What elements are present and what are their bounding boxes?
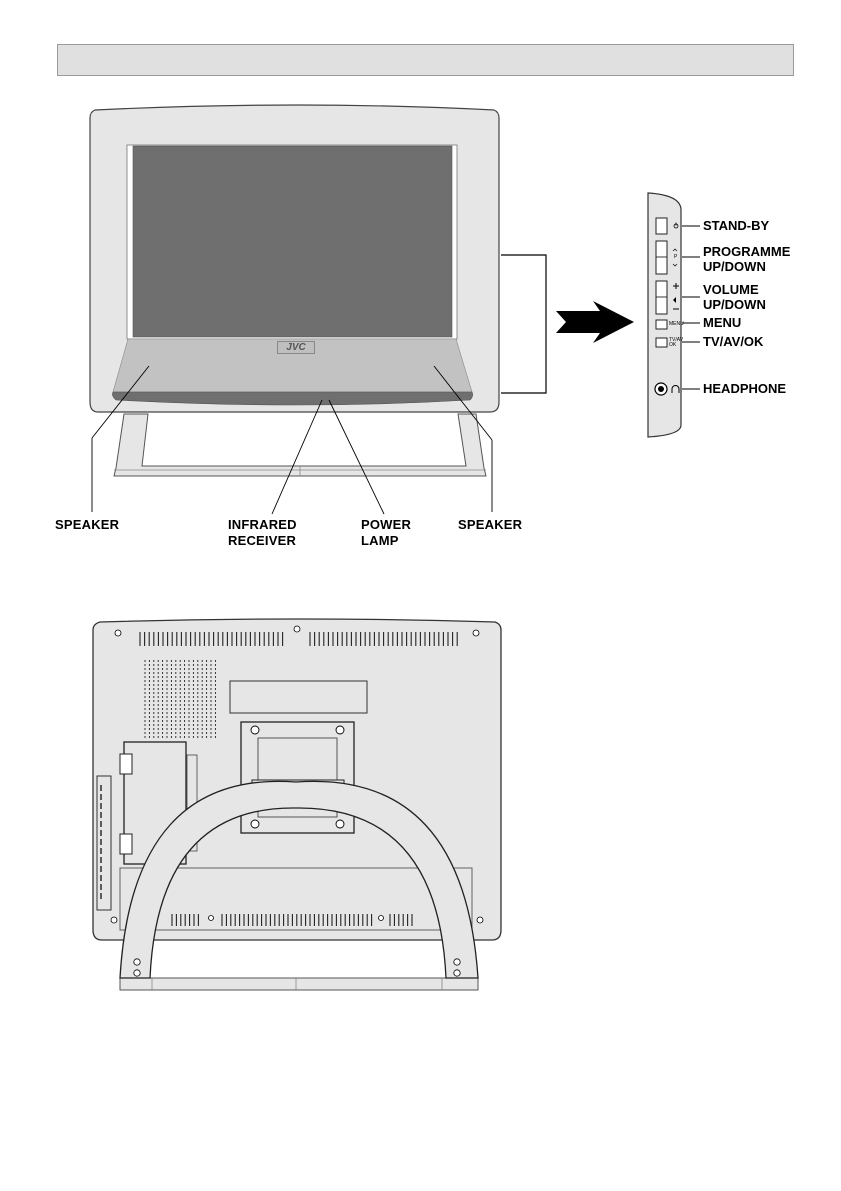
label-power-lamp: POWER LAMP xyxy=(361,517,411,549)
menu-button-text: MENU xyxy=(669,322,684,327)
menu-button[interactable] xyxy=(656,320,667,329)
rear-label-plate xyxy=(230,681,367,713)
label-programme: PROGRAMME UP/DOWN xyxy=(703,244,790,274)
tv-rear-view xyxy=(93,619,501,990)
label-tv-av-ok: TV/AV/OK xyxy=(703,334,763,349)
label-volume: VOLUME UP/DOWN xyxy=(703,282,766,312)
label-standby: STAND-BY xyxy=(703,218,769,233)
standby-button[interactable] xyxy=(656,218,667,234)
rear-stand-foot xyxy=(120,978,478,990)
tv-av-ok-button[interactable] xyxy=(656,338,667,347)
arrow-right-icon xyxy=(556,301,634,343)
label-infrared-receiver: INFRARED RECEIVER xyxy=(228,517,297,549)
label-speaker-left: SPEAKER xyxy=(55,517,119,533)
side-control-panel xyxy=(648,193,700,437)
programme-button-text: P xyxy=(674,255,677,260)
tv-front-view xyxy=(90,105,634,514)
jvc-logo: JVC xyxy=(277,341,315,354)
label-headphone: HEADPHONE xyxy=(703,381,786,396)
label-speaker-right: SPEAKER xyxy=(458,517,522,533)
tv-av-button-text: TV/AV OK xyxy=(669,338,683,348)
volume-button[interactable] xyxy=(656,281,667,314)
label-menu: MENU xyxy=(703,315,741,330)
programme-button[interactable] xyxy=(656,241,667,274)
front-screen xyxy=(133,146,452,337)
